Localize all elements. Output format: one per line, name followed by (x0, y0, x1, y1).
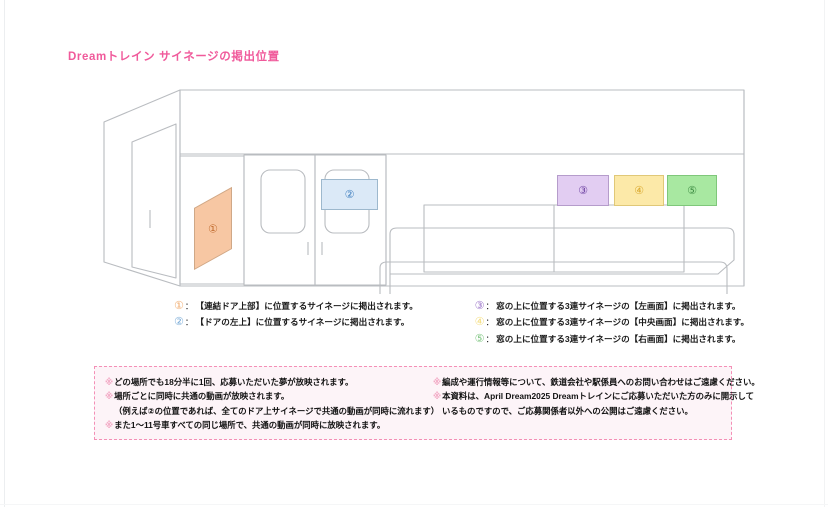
legend-separator-2: ： (184, 317, 194, 328)
seat-cushion (379, 261, 728, 294)
signage-panel-5: ⑤ (667, 175, 717, 206)
note-text: 場所ごとに同時に共通の動画が放映されます。 (114, 391, 290, 402)
legend-text-3: 窓の上に位置する3連サイネージの【左画面】に掲出されます。 (496, 301, 741, 311)
legend-item-2: ② ： 【ドアの左上】に位置するサイネージに掲出されます。 (174, 316, 437, 329)
page-title: Dreamトレイン サイネージの掲出位置 (68, 51, 280, 63)
legend-column-left: ① ： 【連結ドア上部】に位置するサイネージに掲出されます。 ② ： 【ドアの左… (174, 300, 437, 346)
note-line: ※ また1～11号車すべての同じ場所で、共通の動画が同時に放映されます。 (105, 418, 433, 432)
note-text: どの場所でも18分半に1回、応募いただいた夢が放映されます。 (114, 377, 354, 387)
legend: ① ： 【連結ドア上部】に位置するサイネージに掲出されます。 ② ： 【ドアの左… (174, 300, 754, 346)
train-interior-diagram: ① ② ③ ④ ⑤ (84, 82, 764, 294)
note-mark: ※ (105, 377, 114, 387)
note-mark: ※ (433, 377, 442, 387)
signage-label-5: ⑤ (687, 185, 697, 197)
legend-item-3: ③ ： 窓の上に位置する3連サイネージの【左画面】に掲出されます。 (475, 300, 754, 313)
legend-separator-5: ： (485, 333, 495, 344)
note-text: いるものですので、ご応募関係者以外への公開はご遠慮ください。 (442, 405, 693, 416)
legend-marker-2: ② (174, 316, 184, 329)
notes-box: ※ どの場所でも18分半に1回、応募いただいた夢が放映されます。 ※ 場所ごとに… (94, 366, 760, 440)
note-line: ※ どの場所でも18分半に1回、応募いただいた夢が放映されます。 (105, 375, 433, 389)
notes-column-right: ※ 編成や運行情報等について、鉄道会社や駅係員へのお問い合わせはご遠慮ください。… (433, 375, 760, 439)
slide-edge-right (824, 0, 825, 507)
note-mark: ※ (105, 420, 114, 431)
note-text: 本資料は、April Dream2025 Dreamトレインにご応募いただいた方… (442, 391, 754, 402)
legend-text-5: 窓の上に位置する3連サイネージの【右画面】に掲出されます。 (496, 333, 741, 344)
end-wall-door (131, 123, 177, 279)
note-text: また1～11号車すべての同じ場所で、共通の動画が同時に放映されます。 (114, 420, 386, 431)
legend-separator-4: ： (485, 317, 495, 328)
note-line: いるものですので、ご応募関係者以外への公開はご遠慮ください。 (433, 404, 733, 418)
note-line: ※ 編成や運行情報等について、鉄道会社や駅係員へのお問い合わせはご遠慮ください。 (433, 375, 760, 389)
legend-item-5: ⑤ ： 窓の上に位置する3連サイネージの【右画面】に掲出されます。 (475, 333, 754, 346)
note-mark: ※ (433, 391, 442, 402)
signage-panel-3: ③ (557, 175, 609, 206)
legend-marker-5: ⑤ (474, 332, 485, 345)
door-window-left (260, 169, 306, 234)
signage-panel-4: ④ (614, 175, 664, 206)
signage-panel-2: ② (321, 179, 378, 210)
note-line: ※ 本資料は、April Dream2025 Dreamトレインにご応募いただい… (433, 389, 754, 403)
slide-edge-bottom (0, 504, 828, 505)
note-line: ※ 場所ごとに同時に共通の動画が放映されます。 (105, 389, 433, 403)
legend-item-4: ④ ： 窓の上に位置する3連サイネージの【中央画面】に掲出されます。 (475, 316, 754, 329)
legend-marker-4: ④ (474, 316, 485, 329)
legend-column-right: ③ ： 窓の上に位置する3連サイネージの【左画面】に掲出されます。 ④ ： 窓の… (475, 300, 754, 346)
note-text: 編成や運行情報等について、鉄道会社や駅係員へのお問い合わせはご遠慮ください。 (442, 377, 760, 387)
note-line: （例えば②の位置であれば、全てのドア上サイネージで共通の動画が同時に流れます） (105, 404, 439, 418)
signage-label-1: ① (208, 222, 218, 235)
legend-text-4: 窓の上に位置する3連サイネージの【中央画面】に掲出されます。 (496, 317, 750, 328)
left-end-wall (103, 89, 181, 287)
legend-item-1: ① ： 【連結ドア上部】に位置するサイネージに掲出されます。 (174, 300, 437, 313)
signage-label-4: ④ (634, 185, 644, 197)
signage-label-3: ③ (578, 185, 588, 197)
legend-text-1: 【連結ドア上部】に位置するサイネージに掲出されます。 (195, 301, 418, 311)
note-mark: ※ (105, 391, 114, 402)
legend-marker-1: ① (174, 300, 184, 312)
legend-separator-1: ： (184, 301, 194, 311)
legend-separator-3: ： (485, 301, 495, 311)
slide-edge-left (4, 0, 5, 507)
legend-text-2: 【ドアの左上】に位置するサイネージに掲出されます。 (195, 317, 410, 328)
seat-backrest (389, 227, 735, 294)
legend-marker-3: ③ (474, 300, 485, 312)
signage-label-2: ② (344, 189, 355, 201)
note-text: （例えば②の位置であれば、全てのドア上サイネージで共通の動画が同時に流れます） (114, 405, 440, 416)
notes-column-left: ※ どの場所でも18分半に1回、応募いただいた夢が放映されます。 ※ 場所ごとに… (105, 375, 439, 439)
